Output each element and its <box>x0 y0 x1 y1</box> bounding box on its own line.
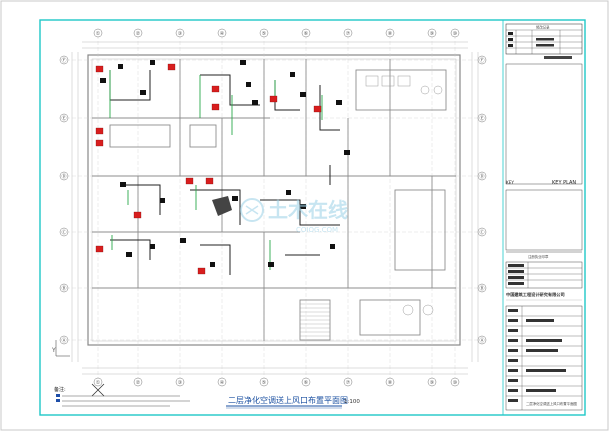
axis-symbol: Y <box>51 340 70 357</box>
grid-row-label: Ⓔ <box>61 115 66 122</box>
grid-column-label: ① <box>96 380 101 386</box>
grid-column-label: ② <box>136 31 141 37</box>
grid-row-bubble <box>477 335 487 345</box>
grid-column-bubble <box>450 377 460 387</box>
grid-column-label: ⑥ <box>304 380 309 386</box>
grid-row-label: Ⓐ <box>61 337 66 344</box>
grid-row-bubble <box>477 171 487 181</box>
grid-row-bubble <box>477 55 487 65</box>
drawing-title-block: 二层净化空调送上风口布置平面图 1:100 <box>226 395 360 409</box>
notes-block: 备注: <box>54 386 190 407</box>
grid-row-bubble <box>59 227 69 237</box>
grid-row-label: Ⓑ <box>61 285 66 292</box>
grid-column-label: ⑩ <box>453 31 458 37</box>
floor-plan: 土木在线 COIOG.COM <box>60 35 485 380</box>
stamp-label: 注册执业印章 <box>528 254 549 259</box>
grid-column-label: ⑦ <box>346 380 351 386</box>
grid-column-label: ⑥ <box>304 31 309 37</box>
grid-column-label: ⑧ <box>388 31 393 37</box>
grid-column-label: ② <box>136 380 141 386</box>
grid-column-bubble <box>385 377 395 387</box>
grid-column-label: ⑤ <box>262 31 266 37</box>
grid-column-bubble <box>301 28 311 38</box>
revision-header: 修改记录 <box>536 25 550 30</box>
grid-column-bubble <box>259 377 269 387</box>
grid-row-label: Ⓕ <box>61 57 66 64</box>
grid-column-label: ⑩ <box>453 380 458 386</box>
drawing-title: 二层净化空调送上风口布置平面图 <box>228 395 348 405</box>
grid-column-bubble <box>93 28 103 38</box>
grid-column-label: ③ <box>178 380 182 386</box>
notes-header: 备注: <box>54 386 66 393</box>
grid-row-bubble <box>59 113 69 123</box>
watermark-text: 土木在线 <box>268 198 348 222</box>
grid-row-labels: Ⓕ Ⓕ Ⓔ Ⓔ Ⓓ Ⓓ Ⓒ Ⓒ Ⓑ Ⓑ Ⓐ Ⓐ <box>59 55 487 345</box>
grid-row-bubble <box>59 283 69 293</box>
grid-column-bubble <box>450 28 460 38</box>
watermark: 土木在线 COIOG.COM <box>240 198 348 234</box>
grid-column-bubble <box>133 377 143 387</box>
grid-column-label: ⑨ <box>430 380 434 386</box>
grid-column-label: ⑧ <box>388 380 393 386</box>
grid-row-label: Ⓒ <box>61 229 66 236</box>
drawing-frame <box>39 19 586 416</box>
grid-row-bubble <box>59 335 69 345</box>
watermark-subtext: COIOG.COM <box>296 226 338 234</box>
grid-column-label: ① <box>96 31 101 37</box>
grid-column-bubble <box>217 377 227 387</box>
grid-column-bubble <box>301 377 311 387</box>
grid-column-label: ⑤ <box>262 380 266 386</box>
title-block: 修改记录 KEY KEY PLAN 注册执业印章 中国建筑工程设计研究有限公司 <box>505 23 583 411</box>
grid-column-bubble <box>217 28 227 38</box>
grid-column-bubble <box>133 28 143 38</box>
grid-row-bubble <box>59 55 69 65</box>
grid-column-bubble <box>175 28 185 38</box>
grid-row-bubble <box>477 227 487 237</box>
grid-row-label: Ⓓ <box>479 173 484 180</box>
grid-column-bubble <box>259 28 269 38</box>
grid-column-bubble <box>343 28 353 38</box>
key-plan-label: KEY PLAN <box>552 180 576 186</box>
title-block-drawing-name: 二层净化空调送上风口布置平面图 <box>526 401 577 406</box>
grid-row-label: Ⓓ <box>61 173 66 180</box>
cross-mark <box>91 383 105 397</box>
grid-row-label: Ⓐ <box>479 337 484 344</box>
grid-column-bubble <box>427 377 437 387</box>
grid-column-bubble <box>343 377 353 387</box>
key-plan-small-label: KEY <box>506 180 514 185</box>
grid-column-label: ④ <box>220 380 225 386</box>
grid-column-bubble <box>175 377 185 387</box>
drawing-scale: 1:100 <box>344 399 360 405</box>
grid-row-bubble <box>477 283 487 293</box>
grid-row-label: Ⓕ <box>479 57 484 64</box>
grid-column-label: ④ <box>220 31 225 37</box>
grid-row-label: Ⓑ <box>479 285 484 292</box>
grid-column-labels: ① ① ② ② ③ ③ ④ ④ ⑤ ⑤ ⑥ ⑥ ⑦ ⑦ ⑧ ⑧ ⑨ ⑨ ⑩ ⑩ <box>93 28 460 387</box>
grid-row-label: Ⓔ <box>479 115 484 122</box>
grid-row-label: Ⓒ <box>479 229 484 236</box>
grid-column-label: ③ <box>178 31 182 37</box>
grid-column-label: ⑨ <box>430 31 434 37</box>
grid-column-bubble <box>93 377 103 387</box>
company-name: 中国建筑工程设计研究有限公司 <box>506 291 565 298</box>
svg-text:Y: Y <box>51 347 56 354</box>
grid-column-label: ⑦ <box>346 31 351 37</box>
grid-row-bubble <box>59 171 69 181</box>
grid-column-bubble <box>385 28 395 38</box>
grid-row-bubble <box>477 113 487 123</box>
grid-column-bubble <box>427 28 437 38</box>
